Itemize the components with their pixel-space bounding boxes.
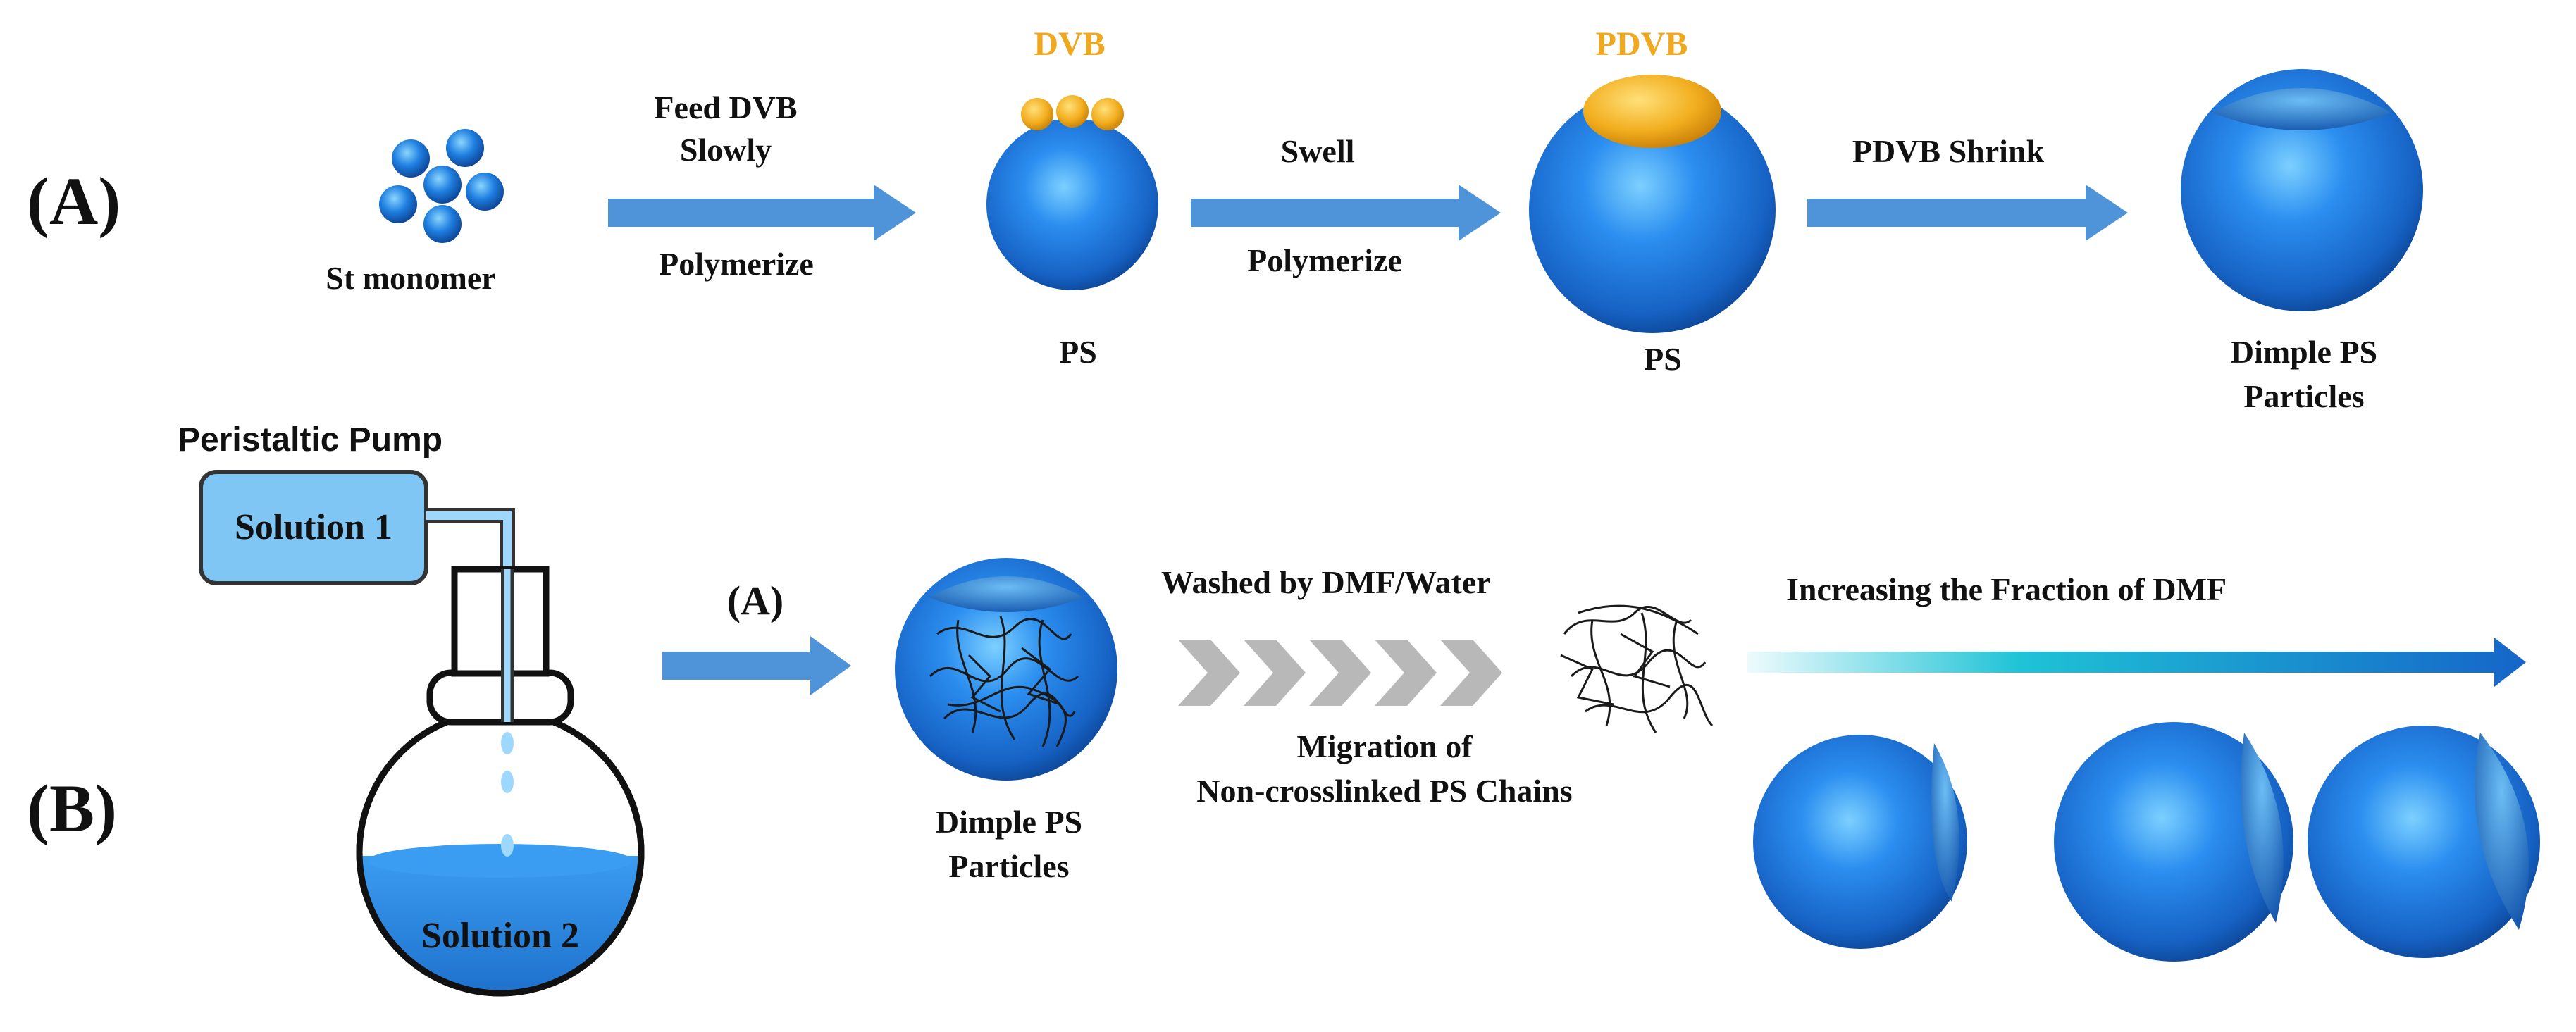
ps-sphere-large	[1529, 87, 1776, 333]
st-monomer-cluster	[379, 129, 504, 243]
ps-particle-with-pdvb	[1529, 75, 1776, 333]
chevron-icon	[1309, 640, 1371, 706]
panel-a-label: (A)	[27, 163, 120, 239]
open-particle-3	[2308, 726, 2540, 958]
solution2-label: Solution 2	[421, 916, 579, 956]
opening-hollow	[1931, 743, 1959, 902]
process-arrow	[662, 636, 851, 695]
dimple-sphere	[2181, 69, 2423, 311]
opening-hollow	[2475, 733, 2529, 930]
monomer-bead	[379, 185, 417, 223]
fraction-arrow	[1747, 638, 2526, 687]
dimple-hollow	[929, 576, 1084, 612]
st-monomer-label: St monomer	[326, 260, 495, 296]
ps-chains	[929, 616, 1079, 747]
dimple-particle-with-chains	[895, 558, 1117, 781]
dimple-sphere	[895, 558, 1117, 781]
monomer-bead	[423, 166, 462, 204]
ps-particle-with-dvb	[986, 95, 1158, 290]
chevron-icon	[1244, 640, 1306, 706]
fraction-label: Increasing the Fraction of DMF	[1786, 571, 2227, 607]
loose-ps-chains	[1560, 604, 1714, 733]
step1-top-line1: Feed DVB	[654, 89, 797, 125]
solution1-box	[199, 470, 428, 585]
monomer-bead	[446, 129, 484, 167]
pdvb-cap	[1583, 75, 1721, 148]
chevron-icon	[1440, 640, 1502, 706]
dimple-hollow	[2212, 88, 2391, 130]
dimple-label-line1: Dimple PS	[2231, 334, 2377, 370]
ps1-label: PS	[1059, 334, 1097, 370]
open-sphere	[1753, 735, 1967, 949]
process-arrow	[1191, 185, 1501, 241]
flask-neck-upper	[451, 566, 550, 677]
chevron-arrows	[1178, 640, 1502, 706]
open-particle-2	[2054, 722, 2293, 962]
open-sphere	[2054, 722, 2293, 962]
dvb-bead	[1056, 95, 1089, 128]
dvb-bead	[1021, 98, 1053, 130]
open-particle-1	[1753, 735, 1967, 949]
step2-top: Swell	[1281, 133, 1355, 169]
drop	[501, 771, 514, 793]
solution2-surface	[368, 844, 633, 878]
solution1-label: Solution 1	[235, 507, 392, 547]
drop	[501, 732, 514, 754]
monomer-bead	[466, 173, 504, 211]
monomer-bead	[423, 205, 462, 243]
dimple-b-label-line2: Particles	[948, 848, 1069, 884]
step2-bottom: Polymerize	[1247, 242, 1402, 278]
dimple-label-line2: Particles	[2243, 378, 2364, 414]
chevron-icon	[1375, 640, 1437, 706]
step1-bottom: Polymerize	[659, 246, 814, 282]
pump-label: Peristaltic Pump	[178, 421, 442, 459]
ps-sphere	[986, 118, 1158, 290]
drop	[501, 834, 514, 857]
chevron-icon	[1178, 640, 1240, 706]
step1-top-line2: Slowly	[680, 132, 772, 168]
dvb-bead	[1091, 98, 1124, 130]
ps2-label: PS	[1644, 341, 1682, 377]
flask-neck-lower	[426, 669, 574, 726]
arrow-a-label: (A)	[727, 578, 784, 623]
step3-top: PDVB Shrink	[1852, 133, 2045, 169]
opening-hollow	[2241, 733, 2284, 923]
dimple-particle	[2181, 69, 2423, 311]
pdvb-label: PDVB	[1596, 25, 1688, 63]
monomer-bead	[392, 139, 430, 178]
panel-b-label: (B)	[27, 771, 117, 846]
process-arrow	[608, 185, 916, 241]
migration-line1: Migration of	[1296, 728, 1473, 764]
washed-label: Washed by DMF/Water	[1161, 564, 1491, 600]
dvb-label: DVB	[1034, 25, 1105, 63]
dimple-b-label-line1: Dimple PS	[936, 804, 1082, 840]
migration-line2: Non-crosslinked PS Chains	[1196, 773, 1572, 809]
process-arrow	[1807, 185, 2128, 241]
